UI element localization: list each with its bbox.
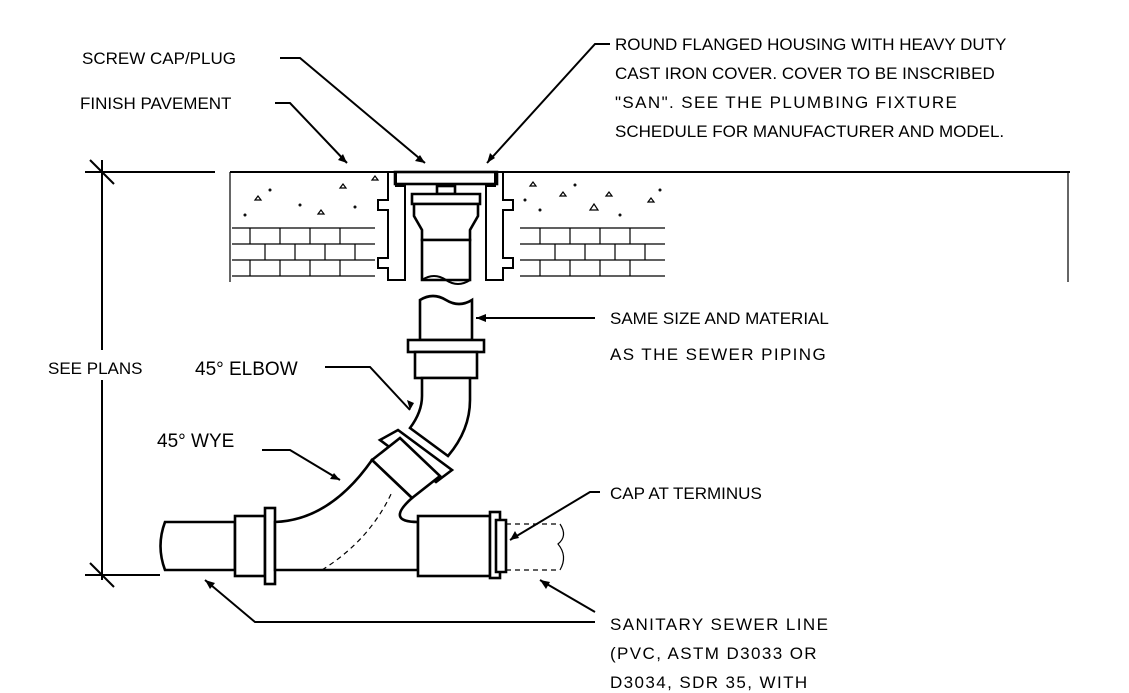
riser-coupling: [413, 350, 479, 380]
label-wye: 45° WYE: [157, 431, 234, 452]
label-finish-pavement: FINISH PAVEMENT: [80, 94, 231, 113]
riser-stub: [420, 238, 472, 282]
label-sewer-line3: D3034, SDR 35, WITH: [610, 673, 809, 692]
leader-cap-terminus: [509, 491, 600, 541]
wye-fitting: [159, 458, 565, 586]
upstream-pipe: [159, 520, 237, 572]
terminus-cap: [494, 518, 508, 574]
label-housing-line4: SCHEDULE FOR MANUFACTURER AND MODEL.: [615, 122, 1004, 141]
future-extension-dashed: [506, 523, 560, 571]
label-elbow: 45° ELBOW: [195, 359, 298, 380]
wye-right-hub: [416, 514, 492, 578]
label-housing-line3: "SAN". SEE THE PLUMBING FIXTURE: [615, 93, 958, 112]
annotations: SCREW CAP/PLUG FINISH PAVEMENT ROUND FLA…: [48, 35, 1006, 692]
riser-pipe-section: [418, 294, 474, 342]
arrowhead-housing: [487, 153, 495, 163]
label-same-size-line1: SAME SIZE AND MATERIAL: [610, 309, 829, 328]
future-pipe-break: [557, 523, 565, 571]
housing-right-wall: [485, 172, 514, 281]
arrowhead-pavement: [338, 154, 347, 163]
concrete-hatch: [243, 175, 662, 217]
leader-sewer-upstream: [204, 579, 595, 623]
leader-finish-pavement: [275, 102, 348, 164]
wye-hidden-line: [321, 491, 393, 571]
wye-left-flange: [263, 506, 277, 586]
arrowhead-cap-terminus: [510, 531, 519, 540]
dimension-tick-top: [89, 159, 115, 185]
dimension-see-plans: [85, 159, 215, 588]
base-course-hatch-left: [232, 227, 375, 277]
cast-iron-cover: [393, 170, 499, 186]
leader-lines: [204, 43, 610, 623]
pavement-section: [229, 171, 1070, 282]
base-course-hatch-right: [520, 227, 665, 277]
label-sewer-line1: SANITARY SEWER LINE: [610, 615, 829, 634]
dimension-tick-bottom: [89, 562, 115, 588]
label-sewer-line2: (PVC, ASTM D3033 OR: [610, 644, 818, 663]
elbow-body: [408, 376, 472, 458]
plug-cap-top: [410, 192, 482, 206]
label-see-plans: SEE PLANS: [48, 359, 143, 378]
leader-elbow: [325, 366, 411, 411]
housing-left-wall: [377, 172, 406, 281]
leader-sewer-downstream: [539, 579, 596, 613]
arrowhead-wye: [330, 473, 340, 480]
arrowhead-sewer-downstream: [540, 580, 550, 589]
leader-wye: [262, 449, 341, 481]
riser-coupling-flange: [406, 338, 486, 354]
arrowhead-same-size: [476, 314, 486, 322]
wye-body: [273, 458, 420, 572]
arrowhead-screw-cap: [415, 155, 425, 163]
leader-housing: [486, 43, 610, 164]
arrowhead-sewer-upstream: [205, 580, 215, 589]
elbow-fitting: [370, 376, 472, 500]
arrowhead-elbow: [407, 400, 414, 410]
leader-screw-cap: [280, 57, 426, 164]
label-housing-line1: ROUND FLANGED HOUSING WITH HEAVY DUTY: [615, 35, 1006, 54]
pipe-break-upper: [421, 275, 471, 285]
label-same-size-line2: AS THE SEWER PIPING: [610, 345, 827, 364]
label-screw-cap: SCREW CAP/PLUG: [82, 49, 236, 68]
riser-pipe: [406, 294, 486, 380]
label-housing-line2: CAST IRON COVER. COVER TO BE INSCRIBED: [615, 64, 995, 83]
flanged-housing: [377, 170, 514, 285]
label-cap-terminus: CAP AT TERMINUS: [610, 484, 762, 503]
screw-plug-body: [412, 202, 480, 242]
wye-left-hub: [233, 514, 267, 578]
